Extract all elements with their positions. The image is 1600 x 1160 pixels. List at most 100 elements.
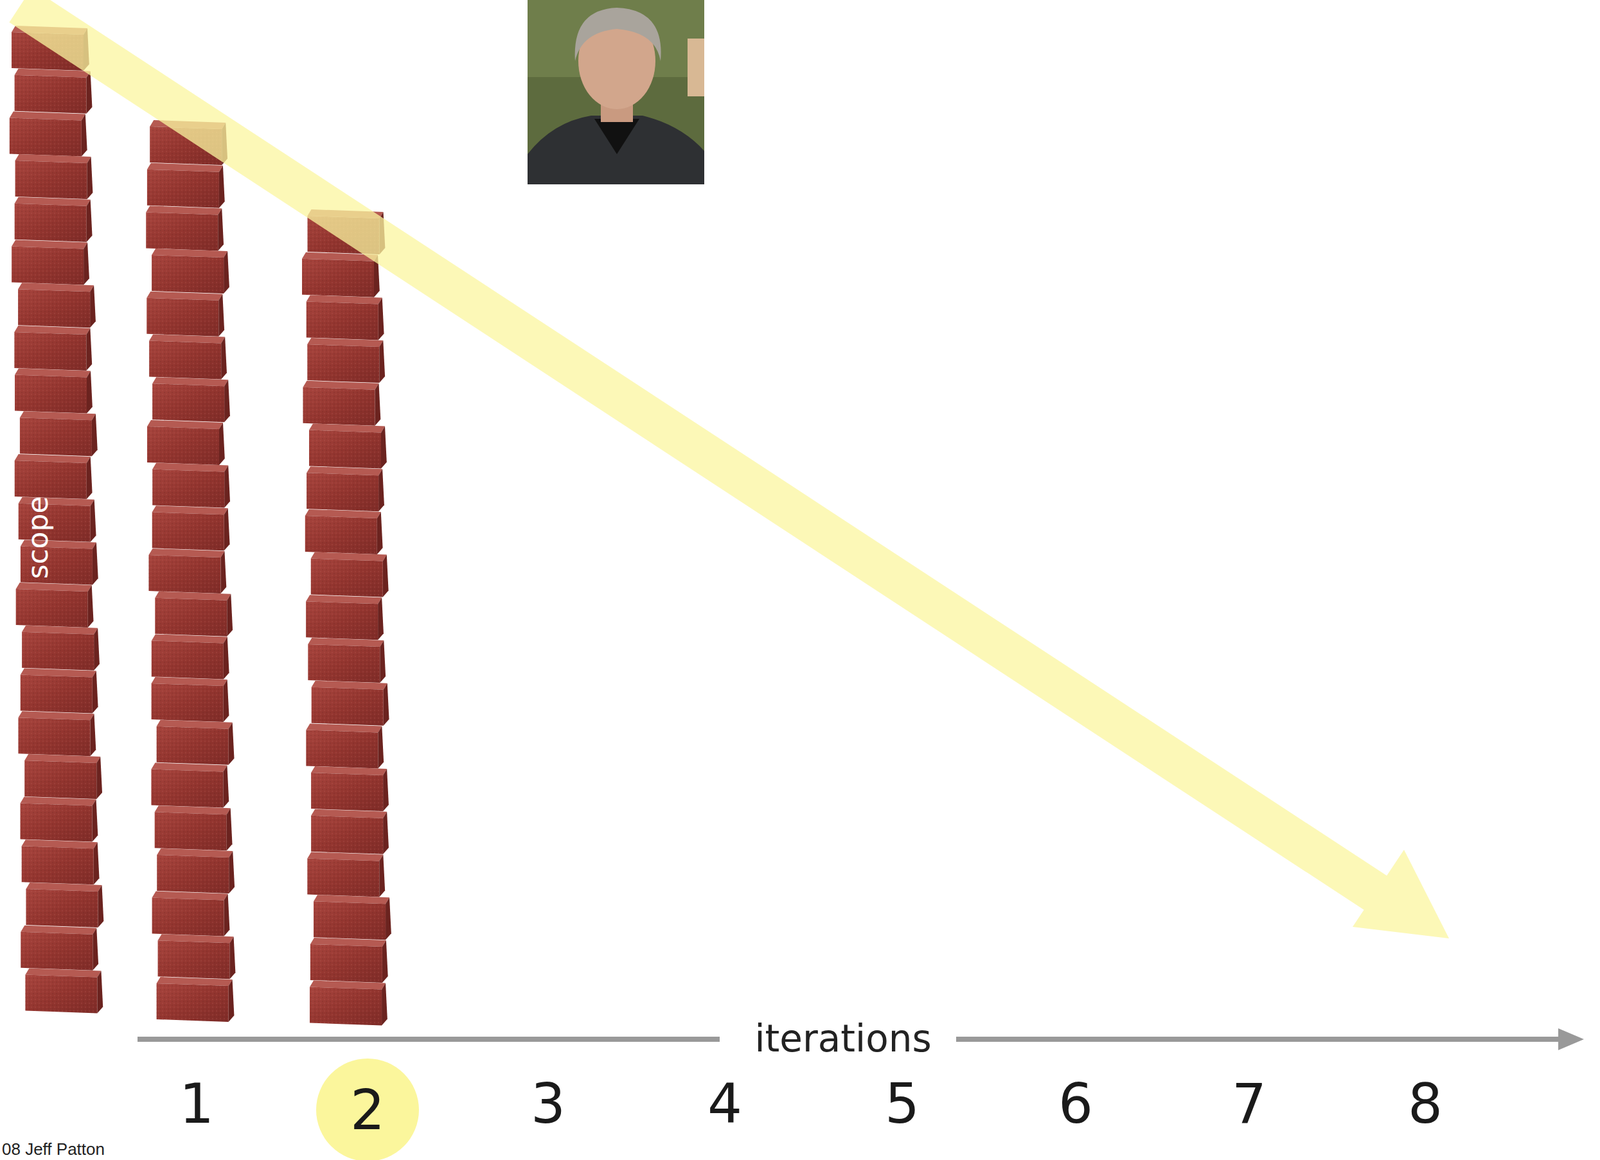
brick-face [24, 760, 97, 800]
brick-face [87, 156, 94, 200]
brick-face [154, 598, 227, 637]
brick-face [145, 212, 218, 251]
brick-face [311, 773, 383, 812]
brick-face [26, 889, 99, 928]
brick-face [156, 726, 229, 766]
brick-face [156, 983, 229, 1023]
brick-face [14, 75, 87, 114]
brick-face [152, 383, 225, 423]
brick-face [313, 901, 386, 941]
brick-face [219, 165, 225, 209]
brick-face [311, 559, 383, 598]
brick-face [20, 675, 93, 714]
brick-face [98, 885, 105, 928]
brick-face [26, 889, 99, 928]
brick-face [305, 515, 378, 555]
brick-face [223, 636, 230, 680]
brick-face [20, 932, 93, 971]
brick-face [9, 117, 82, 157]
brick-face [151, 683, 224, 723]
current-iteration-circle: 2 [316, 1058, 419, 1160]
brick-face [302, 258, 374, 298]
brick-face [385, 897, 392, 941]
brick-face [313, 901, 386, 941]
brick-face [377, 726, 384, 769]
brick-face [305, 601, 378, 640]
brick-face [378, 297, 385, 340]
brick-face [152, 512, 225, 551]
brick-face [307, 344, 380, 383]
brick-face [91, 413, 98, 457]
brick-face [152, 469, 225, 509]
brick-face [156, 855, 229, 894]
brick-face [20, 932, 93, 971]
brick-face [383, 683, 390, 727]
brick-face [382, 812, 389, 855]
brick-face [81, 113, 88, 157]
brick-face [20, 803, 93, 843]
brick-face [90, 499, 97, 543]
brick-face [151, 255, 224, 294]
brick-face [311, 816, 383, 855]
brick-face [148, 555, 221, 594]
trend-arrow [20, 5, 1449, 939]
brick-face [156, 726, 229, 766]
brick-face [375, 383, 382, 427]
brick-face [378, 469, 385, 512]
brick-face [224, 894, 231, 937]
brick-face [379, 340, 385, 383]
brick-face [305, 729, 378, 769]
brick-face [93, 842, 100, 885]
brick-face [16, 589, 89, 628]
brick-face [224, 465, 231, 509]
brick-face [219, 422, 225, 466]
brick-face [149, 341, 222, 380]
brick-face [151, 683, 224, 723]
brick-face [21, 846, 94, 885]
brick-face [147, 426, 220, 466]
brick-face [156, 983, 229, 1023]
brick-face [14, 332, 87, 371]
brick-face [92, 800, 99, 843]
brick-face [382, 555, 389, 598]
brick-face [377, 597, 384, 640]
brick-face [88, 585, 94, 628]
brick-face [156, 855, 229, 894]
brick-face [224, 379, 231, 423]
brick-face [86, 456, 93, 500]
brick-face [17, 289, 90, 328]
brick-face [147, 169, 220, 209]
brick-face [14, 332, 87, 371]
brick-face [17, 717, 90, 757]
brick-face [89, 713, 96, 757]
brick-face [9, 117, 82, 157]
brick-face [221, 337, 227, 380]
brick-face [146, 298, 219, 337]
brick-face [307, 644, 380, 684]
brick-face [309, 430, 382, 470]
brick-face [381, 983, 388, 1027]
brick-face [24, 760, 97, 800]
iteration-number: 7 [1231, 1076, 1267, 1132]
brick-face [11, 246, 84, 286]
brick-face [224, 508, 231, 551]
axis-label: iterations [747, 1020, 938, 1058]
brick-face [15, 160, 88, 200]
copyright-note: 08 Jeff Patton [1, 1141, 105, 1158]
brick-face [154, 598, 227, 637]
brick-face [311, 773, 383, 812]
brick-face [230, 936, 236, 980]
brick-face [311, 816, 383, 855]
brick-face [152, 898, 225, 937]
brick-face [379, 855, 385, 898]
brick-face [93, 628, 100, 671]
brick-face [228, 851, 235, 894]
brick-face [382, 769, 389, 812]
brick-face [303, 387, 376, 427]
brick-face [222, 765, 229, 809]
brick-face [21, 846, 94, 885]
brick-face [83, 242, 90, 286]
brick-face [310, 944, 383, 984]
brick-face [223, 679, 230, 723]
